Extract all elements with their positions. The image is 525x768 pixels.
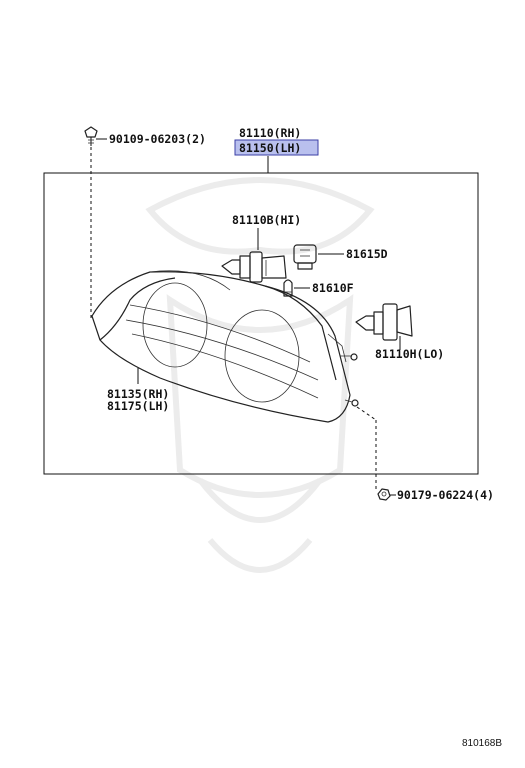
bulb-socket-icon[interactable] <box>293 244 317 270</box>
bulb-socket-label[interactable]: 81615D <box>346 247 388 261</box>
assembly-lh-label[interactable]: 81150(LH) <box>239 141 301 155</box>
bulb-lo-icon[interactable] <box>355 303 413 341</box>
bulb-hi-icon[interactable] <box>221 251 287 283</box>
bottom-nut-label[interactable]: 90179-06224(4) <box>397 488 494 502</box>
bulb-hi-label[interactable]: 81110B(HI) <box>232 213 301 227</box>
bulb-lo-label[interactable]: 81110H(LO) <box>375 347 444 361</box>
screw-icon[interactable] <box>84 126 98 146</box>
lens-rh-label[interactable]: 81135(RH) <box>107 387 169 401</box>
assembly-rh-label[interactable]: 81110(RH) <box>239 126 301 140</box>
assembly-frame <box>43 172 479 475</box>
catalog-id: 810168B <box>462 738 502 749</box>
lens-lh-label[interactable]: 81175(LH) <box>107 399 169 413</box>
bottom-nut-dashed-line <box>356 406 377 421</box>
top-screw-label[interactable]: 90109-06203(2) <box>109 132 206 146</box>
small-bulb-label[interactable]: 81610F <box>312 281 354 295</box>
headlamp-icon[interactable] <box>91 270 359 423</box>
nut-icon[interactable] <box>377 488 391 501</box>
watermark <box>145 177 375 573</box>
assembly-highlight[interactable] <box>234 139 319 156</box>
